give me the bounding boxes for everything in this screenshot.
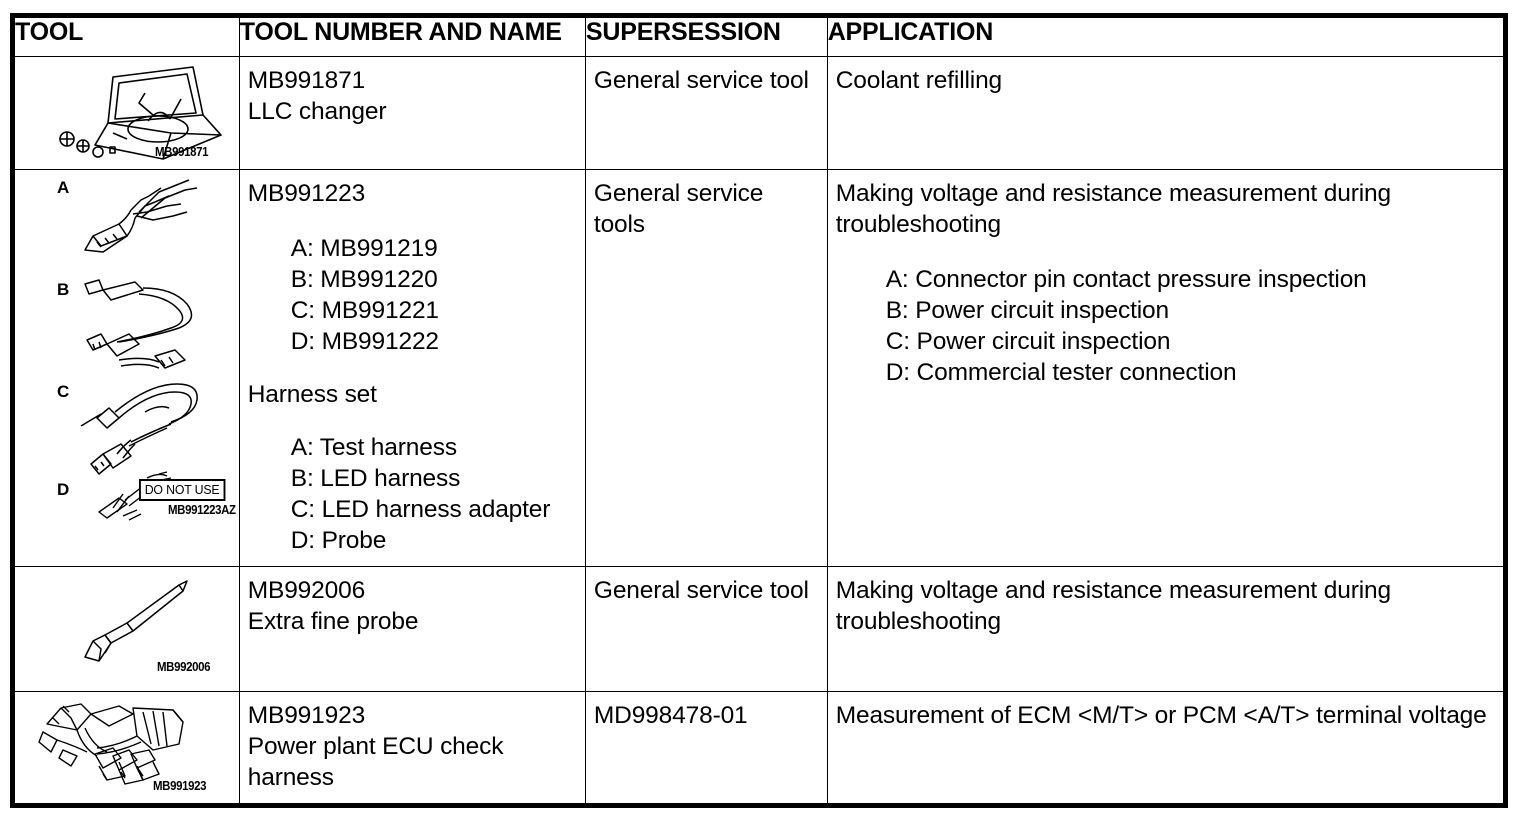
tool-illustration-cell: MB992006	[12, 566, 240, 692]
application-text: Measurement of ECM <M/T> or PCM <A/T> te…	[835, 702, 1487, 729]
supersession-cell: MD998478-01	[584, 691, 828, 806]
tool-number-name-cell: MB992006 Extra fine probe	[238, 566, 586, 692]
application-sub-item: A: Connector pin contact pressure inspec…	[885, 266, 1367, 293]
table-row: MB992006 MB992006 Extra fine probe Gener…	[12, 566, 1507, 692]
application-sub-item: D: Commercial tester connection	[885, 359, 1237, 386]
test-harness-illustration	[84, 179, 198, 253]
column-header-tool: TOOL	[12, 15, 240, 57]
tool-number-name-cell: MB991871 LLC changer	[238, 56, 586, 170]
led-harness-adapter-illustration	[80, 383, 198, 475]
supersession-value: General service tools	[593, 180, 764, 238]
do-not-use-label: DO NOT USE	[139, 479, 226, 501]
illustration-caption: MB991923	[153, 778, 207, 793]
table-row: MB991871 MB991871 LLC changer General se…	[12, 56, 1507, 170]
tool-name-sub-item: C: LED harness adapter	[290, 496, 551, 523]
application-text: Making voltage and resistance measuremen…	[835, 180, 1391, 238]
tool-number-sub-item: D: MB991222	[290, 328, 439, 355]
tool-illustration-cell: MB991923	[12, 691, 240, 806]
tool-name-sub-item: D: Probe	[290, 527, 387, 554]
tool-number-sub-item: A: MB991219	[290, 235, 438, 262]
tool-number-name-cell: MB991223 A: MB991219 B: MB991220 C: MB99…	[238, 169, 586, 567]
tool-name: Harness set	[247, 381, 377, 408]
supersession-cell: General service tools	[584, 169, 828, 567]
illustration-letter-b: B	[57, 280, 70, 299]
application-sublist: A: Connector pin contact pressure inspec…	[836, 264, 1495, 388]
tool-number: MB992006	[247, 577, 366, 604]
illustration-caption: MB992006	[157, 659, 211, 674]
header-row: TOOL TOOL NUMBER AND NAME SUPERSESSION A…	[12, 15, 1507, 57]
column-header-supersession: SUPERSESSION	[584, 15, 828, 57]
llc-changer-illustration	[59, 66, 222, 160]
application-text: Making voltage and resistance measuremen…	[835, 577, 1391, 635]
tool-name: Extra fine probe	[247, 608, 419, 635]
ecu-check-harness-illustration	[38, 703, 184, 785]
table-row: A	[12, 169, 1507, 567]
supersession-cell: General service tool	[584, 56, 828, 170]
column-header-tool-number-and-name: TOOL NUMBER AND NAME	[238, 15, 586, 57]
special-tools-table: TOOL TOOL NUMBER AND NAME SUPERSESSION A…	[10, 13, 1508, 808]
extra-fine-probe-illustration	[84, 580, 188, 662]
application-sub-item: C: Power circuit inspection	[885, 328, 1171, 355]
application-cell: Making voltage and resistance measuremen…	[826, 169, 1507, 567]
supersession-value: MD998478-01	[593, 702, 748, 729]
tool-name-sub-item: B: LED harness	[290, 465, 461, 492]
table-body: MB991871 MB991871 LLC changer General se…	[12, 56, 1507, 806]
illustration-letter-d: D	[57, 480, 70, 499]
tool-number: MB991223	[247, 180, 366, 207]
application-cell: Making voltage and resistance measuremen…	[826, 566, 1507, 692]
application-text: Coolant refilling	[835, 67, 1003, 94]
tool-name: Power plant ECU check harness	[247, 733, 504, 791]
application-sub-item: B: Power circuit inspection	[885, 297, 1169, 324]
tool-number-sub-item: C: MB991221	[290, 297, 439, 324]
led-harness-illustration	[84, 279, 193, 369]
tool-number-name-cell: MB991923 Power plant ECU check harness	[238, 691, 586, 806]
tool-number: MB991923	[247, 702, 366, 729]
supersession-value: General service tool	[593, 577, 809, 604]
tool-number-sub-item: B: MB991220	[290, 266, 438, 293]
illustration-letter-a: A	[57, 178, 70, 197]
tool-number: MB991871	[247, 67, 366, 94]
illustration-caption: MB991223AZ	[168, 502, 236, 517]
table-row: MB991923 MB991923 Power plant ECU check …	[12, 691, 1507, 806]
tool-illustration-cell: A	[12, 169, 240, 567]
tool-name-sublist: A: Test harness B: LED harness C: LED ha…	[248, 432, 577, 556]
application-cell: Coolant refilling	[826, 56, 1507, 170]
supersession-value: General service tool	[593, 67, 809, 94]
tool-name: LLC changer	[247, 98, 387, 125]
illustration-caption: MB991871	[155, 144, 209, 159]
tool-name-sub-item: A: Test harness	[290, 434, 457, 461]
application-cell: Measurement of ECM <M/T> or PCM <A/T> te…	[826, 691, 1507, 806]
illustration-letter-c: C	[57, 382, 70, 401]
tool-number-sublist: A: MB991219 B: MB991220 C: MB991221 D: M…	[248, 233, 577, 357]
column-header-application: APPLICATION	[826, 15, 1507, 57]
supersession-cell: General service tool	[584, 566, 828, 692]
tool-illustration-cell: MB991871	[12, 56, 240, 170]
table-header: TOOL TOOL NUMBER AND NAME SUPERSESSION A…	[12, 15, 1507, 57]
